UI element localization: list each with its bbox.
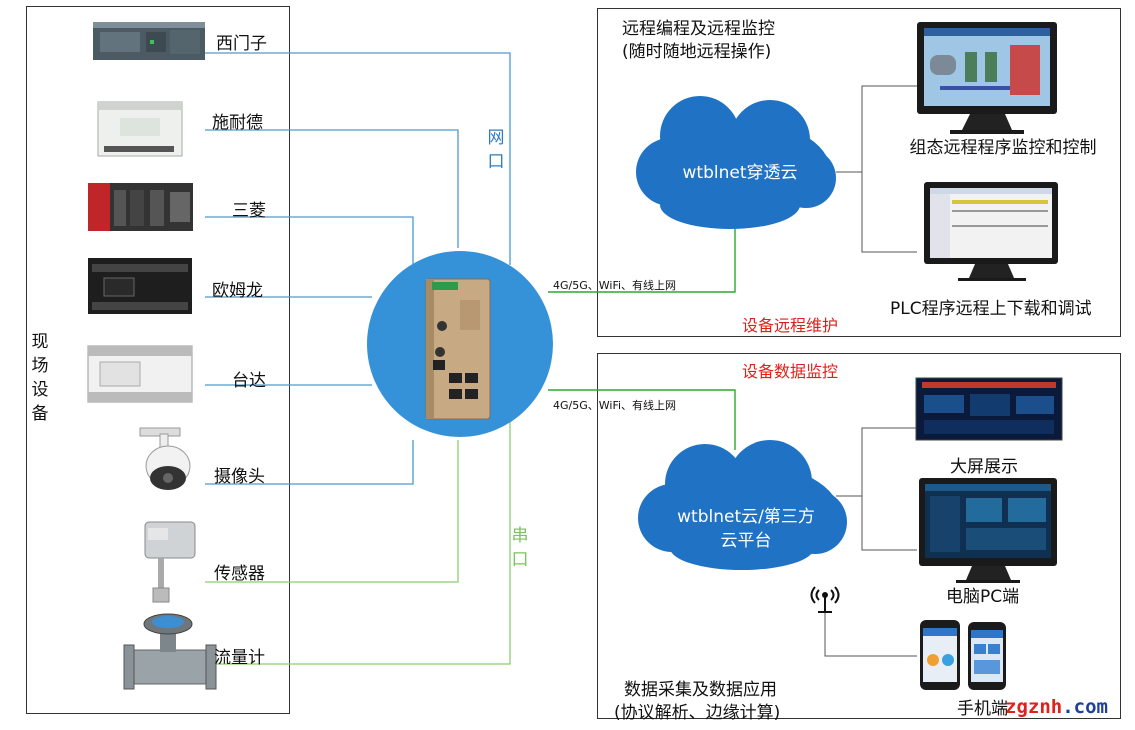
device-label-siemens: 西门子 <box>216 34 267 54</box>
cloud-bottom-label-line2: 云平台 <box>720 531 772 551</box>
plc-omron-icon <box>88 258 192 314</box>
plc-schneider-icon <box>97 101 183 157</box>
field-devices-title: 现场设备 <box>31 332 49 424</box>
monitor-pc-icon <box>919 478 1057 583</box>
device-label-camera: 摄像头 <box>214 467 265 487</box>
watermark-part2: .com <box>1062 696 1108 718</box>
phone-icon <box>920 620 1006 690</box>
remote-item-scada: 组态远程程序监控和控制 <box>909 138 1097 158</box>
antenna-icon <box>810 586 840 613</box>
cloud-top-shape <box>636 96 836 229</box>
camera-icon <box>139 427 191 490</box>
plc-delta-icon <box>87 345 193 403</box>
serial-port-label: 串口 <box>511 526 529 570</box>
device-label-omron: 欧姆龙 <box>212 281 263 301</box>
watermark: zgznh.com <box>1005 696 1108 718</box>
router-icon <box>425 278 491 420</box>
cloud-bottom-shape <box>638 440 847 570</box>
watermark-part1: zgznh <box>1005 696 1063 718</box>
data-footer-line2: (协议解析、边缘计算) <box>614 703 781 723</box>
uplink-label-bottom: 4G/5G、WiFi、有线上网 <box>553 399 677 412</box>
monitor-scada-icon <box>917 22 1057 134</box>
device-label-sensor: 传感器 <box>214 564 265 584</box>
data-footer-line1: 数据采集及数据应用 <box>624 680 777 700</box>
uplink-lines <box>548 226 736 450</box>
cloud-bottom-label-line1: wtblnet云/第三方 <box>677 507 815 527</box>
ethernet-lines <box>205 52 511 485</box>
device-label-delta: 台达 <box>232 371 266 391</box>
data-caption: 设备数据监控 <box>742 362 839 381</box>
data-item-mobile: 手机端 <box>957 699 1008 719</box>
sensor-icon <box>144 521 196 603</box>
cloud-top-label: wtblnet穿透云 <box>682 163 798 183</box>
big-screen-icon <box>915 377 1063 441</box>
serial-lines <box>205 410 511 665</box>
plc-siemens-icon <box>93 22 205 60</box>
remote-item-plc: PLC程序远程上下载和调试 <box>890 299 1092 319</box>
plc-mitsubishi-icon <box>88 183 193 231</box>
device-label-flowmeter: 流量计 <box>214 648 265 668</box>
device-label-schneider: 施耐德 <box>212 113 263 133</box>
data-item-bigscreen: 大屏展示 <box>950 457 1018 477</box>
ethernet-port-label: 网口 <box>487 128 505 172</box>
uplink-label-top: 4G/5G、WiFi、有线上网 <box>553 279 677 292</box>
flowmeter-icon <box>123 613 217 690</box>
data-item-pc: 电脑PC端 <box>946 587 1020 607</box>
remote-title-line1: 远程编程及远程监控 <box>622 19 775 39</box>
remote-caption: 设备远程维护 <box>742 316 839 335</box>
remote-title-line2: (随时随地远程操作) <box>622 42 772 62</box>
device-label-mitsubishi: 三菱 <box>232 201 266 221</box>
monitor-plc-software-icon <box>924 182 1058 281</box>
